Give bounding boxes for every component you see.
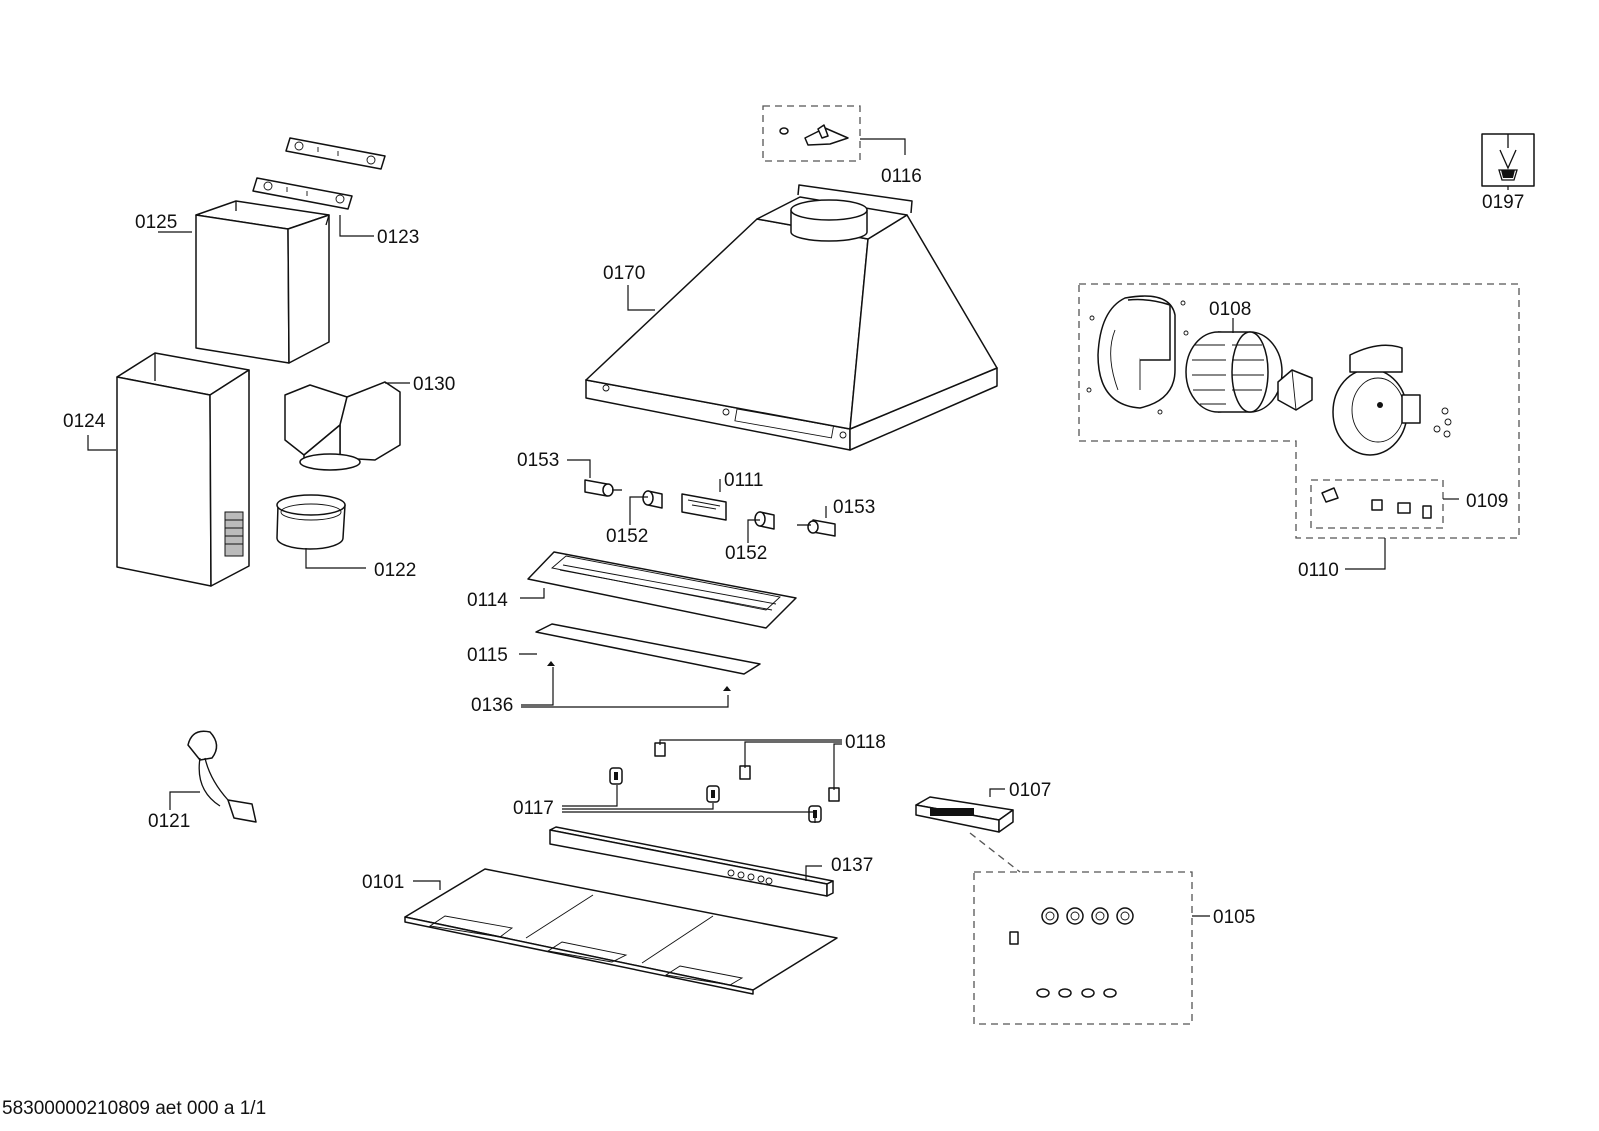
part-label-0136: 0136 — [471, 695, 513, 716]
lower-chimney-part — [116, 352, 250, 587]
part-label-0121: 0121 — [148, 811, 190, 832]
part-label-0152-right: 0152 — [725, 543, 767, 564]
pins-and-guides — [584, 479, 836, 537]
light-cover-part — [535, 623, 761, 675]
part-label-0197: 0197 — [1482, 192, 1524, 213]
part-label-0123: 0123 — [377, 227, 419, 248]
upper-chimney-part — [195, 200, 330, 364]
part-label-0105: 0105 — [1213, 907, 1255, 928]
part-label-0101: 0101 — [362, 872, 404, 893]
power-cable-part — [187, 730, 257, 823]
part-label-0111: 0111 — [724, 470, 763, 491]
part-label-0118: 0118 — [845, 732, 886, 753]
duct-adaptor-part — [284, 381, 401, 471]
part-label-0108: 0108 — [1209, 299, 1251, 320]
part-label-0153-right: 0153 — [833, 497, 875, 518]
part-label-0153-left: 0153 — [517, 450, 559, 471]
part-label-0125: 0125 — [135, 212, 177, 233]
part-label-0122: 0122 — [374, 560, 416, 581]
control-strip-part — [549, 826, 834, 897]
part-label-0110: 0110 — [1298, 560, 1339, 581]
filter-clips — [609, 742, 840, 823]
knob-set-group — [969, 832, 1193, 1025]
part-label-0137: 0137 — [831, 855, 873, 876]
part-label-0124: 0124 — [63, 411, 106, 432]
grease-warning-symbol — [1481, 133, 1535, 187]
part-label-0115: 0115 — [467, 645, 508, 666]
document-reference: 58300000210809 aet 000 a 1/1 — [2, 1098, 267, 1119]
part-label-0117: 0117 — [513, 798, 554, 819]
part-label-0152-left: 0152 — [606, 526, 648, 547]
part-label-0170: 0170 — [603, 263, 645, 284]
part-label-0107: 0107 — [1009, 780, 1051, 801]
part-label-0130: 0130 — [413, 374, 455, 395]
leader-lines — [87, 138, 1509, 917]
clip-group — [762, 105, 861, 162]
control-module-part — [915, 796, 1014, 833]
motor-group — [1078, 283, 1520, 539]
part-label-0109: 0109 — [1466, 491, 1508, 512]
part-label-0116: 0116 — [881, 166, 922, 187]
part-label-0114: 0114 — [467, 590, 508, 611]
grease-filter-part — [404, 868, 838, 995]
hood-body-part — [585, 184, 998, 451]
part-labels: 0116 0197 0123 0125 0170 0130 0124 0122 … — [63, 166, 1524, 928]
wall-bracket-part — [252, 137, 386, 210]
small-parts-group — [1310, 479, 1444, 529]
duct-ring-part — [276, 494, 346, 550]
filter-frame-part — [527, 551, 797, 629]
